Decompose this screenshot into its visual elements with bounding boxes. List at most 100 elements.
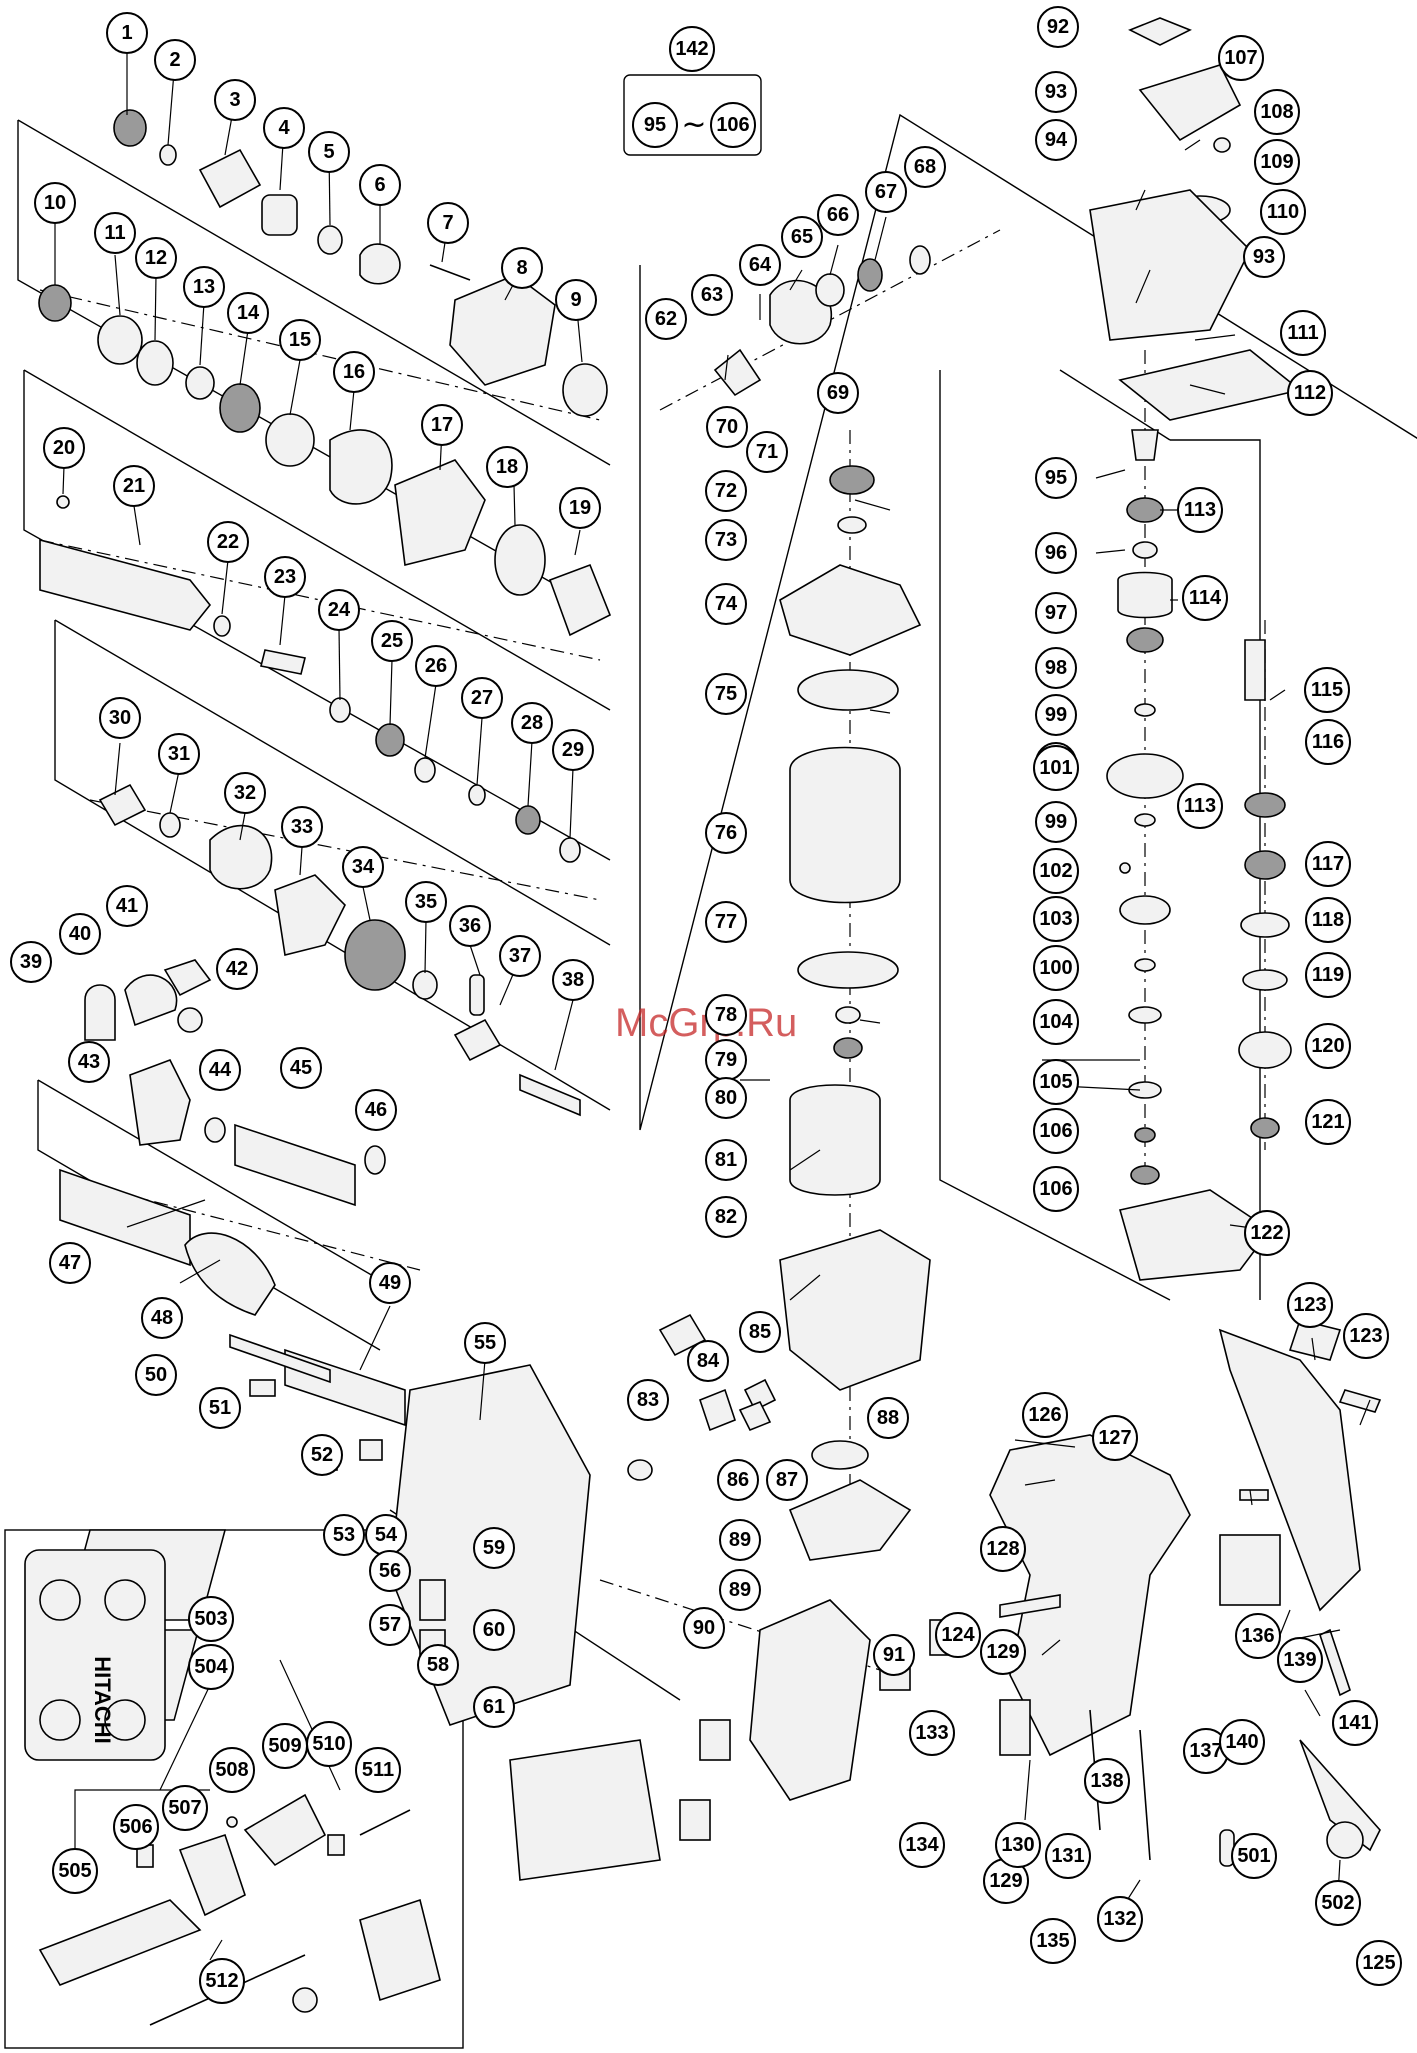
- part-balloon: 124: [935, 1612, 981, 1658]
- part-balloon: 136: [1235, 1613, 1281, 1659]
- balloon-circle: [817, 372, 859, 414]
- part-balloon: 55: [464, 1322, 506, 1364]
- part-balloon: 43: [68, 1041, 110, 1083]
- balloon-circle: [1177, 487, 1223, 533]
- part-balloon: 61: [473, 1686, 515, 1728]
- part-number-label: 124: [941, 1624, 975, 1646]
- part-balloon: 108: [1254, 89, 1300, 135]
- part-balloon: 106: [1033, 1108, 1079, 1154]
- balloon-circle: [106, 885, 148, 927]
- part-balloon: 511: [355, 1747, 401, 1793]
- part-balloon: 129: [980, 1629, 1026, 1675]
- balloon-circle: [369, 1550, 411, 1592]
- part-balloon: 72: [705, 470, 747, 512]
- part-number-label: 126: [1028, 1404, 1061, 1426]
- balloon-circle: [199, 1958, 245, 2004]
- balloon-circle: [1287, 370, 1333, 416]
- balloon-circle: [59, 913, 101, 955]
- part-balloon: 81: [705, 1139, 747, 1181]
- part-number-label: 54: [375, 1524, 398, 1546]
- part-number-label: 70: [716, 416, 738, 438]
- part-number-label: 109: [1260, 151, 1293, 173]
- balloon-circle: [980, 1526, 1026, 1572]
- part-number-label: 101: [1039, 757, 1072, 779]
- part-number-label: 22: [217, 531, 239, 553]
- balloon-circle: [405, 881, 447, 923]
- part-balloon: 506: [113, 1804, 159, 1850]
- part-balloon: 84: [687, 1340, 729, 1382]
- balloon-circle: [1356, 1940, 1402, 1986]
- balloon-circle: [1030, 1918, 1076, 1964]
- balloon-circle: [473, 1686, 515, 1728]
- balloon-circle: [43, 427, 85, 469]
- balloon-circle: [1231, 1833, 1277, 1879]
- part-number-label: 3: [229, 89, 240, 111]
- part-balloon: 32: [224, 772, 266, 814]
- part-balloon: 96: [1035, 532, 1077, 574]
- balloon-circle: [909, 1710, 955, 1756]
- part-number-label: 83: [637, 1389, 659, 1411]
- part-balloon: 89: [719, 1519, 761, 1561]
- balloon-circle: [705, 901, 747, 943]
- part-balloon: 135: [1030, 1918, 1076, 1964]
- part-balloon: 111: [1280, 310, 1326, 356]
- part-balloon: 29: [552, 729, 594, 771]
- part-balloon: 49: [369, 1262, 411, 1304]
- part-number-balloons: 1234567891011121314151617181920212223242…: [10, 6, 1402, 2004]
- balloon-circle: [141, 1297, 183, 1339]
- part-number-label: 27: [471, 687, 493, 709]
- part-number-label: 125: [1362, 1952, 1395, 1974]
- part-number-label: 58: [427, 1654, 449, 1676]
- balloon-circle: [1260, 189, 1306, 235]
- part-number-label: 504: [194, 1656, 228, 1678]
- part-number-label: 71: [756, 441, 778, 463]
- part-number-label: 127: [1098, 1427, 1131, 1449]
- part-balloon: 3: [214, 79, 256, 121]
- part-number-label: 130: [1001, 1834, 1034, 1856]
- balloon-circle: [781, 216, 823, 258]
- balloon-circle: [645, 298, 687, 340]
- part-balloon: 54: [365, 1514, 407, 1556]
- part-number-label: 72: [715, 480, 737, 502]
- part-number-label: 97: [1045, 602, 1067, 624]
- part-number-label: 34: [352, 856, 375, 878]
- part-balloon: 60: [473, 1609, 515, 1651]
- part-balloon: 5: [308, 131, 350, 173]
- part-number-label: 115: [1311, 679, 1343, 701]
- part-number-label: 128: [986, 1538, 1019, 1560]
- part-number-label: 20: [53, 437, 75, 459]
- part-balloon: 71: [746, 431, 788, 473]
- part-number-label: 50: [145, 1364, 167, 1386]
- part-number-label: 7: [442, 212, 453, 234]
- balloon-circle: [1305, 841, 1351, 887]
- balloon-circle: [1084, 1758, 1130, 1804]
- part-balloon: 99: [1035, 801, 1077, 843]
- part-number-label: 36: [459, 915, 481, 937]
- balloon-circle: [899, 1822, 945, 1868]
- part-number-label: 132: [1103, 1908, 1136, 1930]
- balloon-circle: [867, 1397, 909, 1439]
- balloon-circle: [355, 1747, 401, 1793]
- part-number-label: 510: [312, 1733, 345, 1755]
- part-balloon: 65: [781, 216, 823, 258]
- part-number-label: 129: [986, 1641, 1019, 1663]
- balloon-circle: [52, 1848, 98, 1894]
- part-balloon: 106: [1033, 1166, 1079, 1212]
- part-number-label: 137: [1189, 1740, 1222, 1762]
- part-number-label: 12: [145, 247, 167, 269]
- balloon-circle: [1305, 897, 1351, 943]
- balloon-circle: [1033, 945, 1079, 991]
- part-number-label: 81: [715, 1149, 737, 1171]
- part-balloon: 26: [415, 645, 457, 687]
- balloon-circle: [224, 772, 266, 814]
- svg-text:142: 142: [675, 38, 708, 60]
- part-number-label: 60: [483, 1619, 505, 1641]
- part-number-label: 63: [701, 284, 723, 306]
- part-number-label: 41: [116, 895, 138, 917]
- part-number-label: 25: [381, 630, 403, 652]
- part-balloon: 46: [355, 1089, 397, 1131]
- part-balloon: 93: [1035, 71, 1077, 113]
- part-balloon: 14: [227, 292, 269, 334]
- balloon-circle: [719, 1519, 761, 1561]
- watermark: McGrp.Ru: [615, 1001, 797, 1045]
